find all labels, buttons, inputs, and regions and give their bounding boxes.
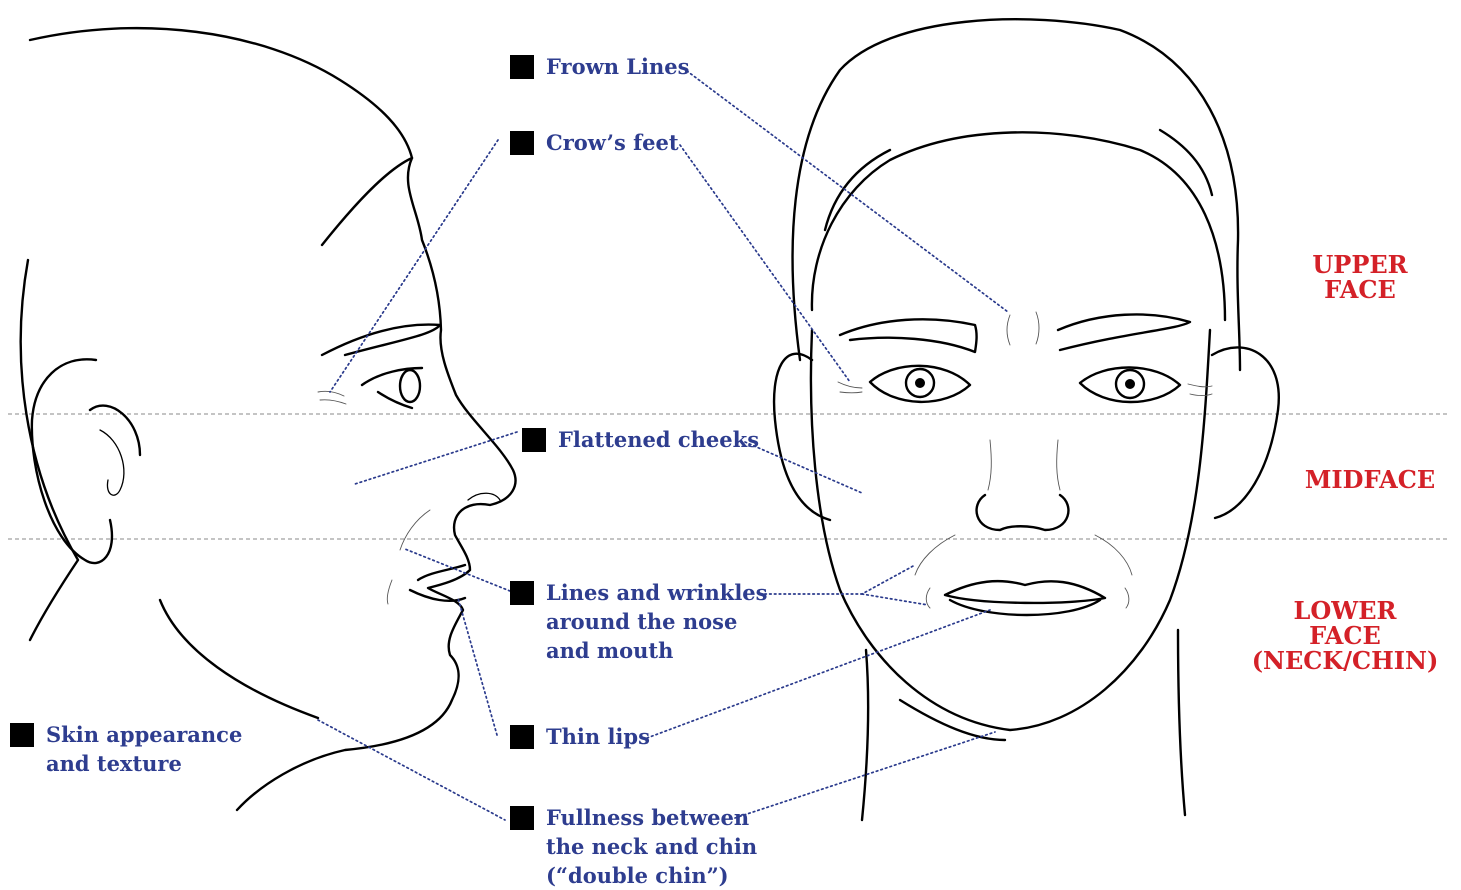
thin-lips-label: Thin lips bbox=[510, 722, 650, 751]
flattened-cheeks-label: Flattened cheeks bbox=[522, 425, 759, 454]
crows-feet-leader-right bbox=[680, 145, 850, 382]
front-head bbox=[774, 19, 1279, 820]
front-upper-lip bbox=[945, 581, 1105, 603]
front-nose bbox=[977, 495, 1069, 530]
front-left-crows-feet bbox=[838, 382, 862, 393]
flattened-cheeks-marker bbox=[522, 428, 546, 452]
thin-lips-marker bbox=[510, 725, 534, 749]
double-chin-text: Fullness between the neck and chin (“dou… bbox=[546, 803, 757, 890]
lines-wrinkles-text: Lines and wrinkles around the nose and m… bbox=[546, 578, 767, 665]
frown-lines-text: Frown Lines bbox=[546, 52, 689, 81]
front-mouth-corner-left bbox=[926, 588, 930, 608]
profile-hair-line bbox=[30, 28, 412, 245]
skin-appearance-label: Skin appearance and texture bbox=[10, 720, 242, 778]
front-left-pupil bbox=[915, 378, 925, 388]
flattened-cheeks-leader-right bbox=[745, 442, 862, 493]
double-chin-marker bbox=[510, 806, 534, 830]
frown-lines-leader bbox=[683, 68, 1008, 312]
front-left-eyebrow bbox=[840, 319, 977, 352]
thin-lips-leader-profile bbox=[458, 598, 497, 735]
crows-feet-text: Crow’s feet bbox=[546, 128, 679, 157]
front-neck-right bbox=[1178, 630, 1185, 815]
thin-lips-text: Thin lips bbox=[546, 722, 650, 751]
profile-nostril bbox=[468, 493, 500, 500]
front-chin-shadow bbox=[900, 700, 1005, 740]
front-left-ear bbox=[774, 354, 830, 520]
profile-jaw-line bbox=[160, 600, 318, 718]
profile-nasolabial-wrinkle bbox=[400, 510, 430, 550]
front-face-outline bbox=[811, 330, 1210, 730]
crows-feet-marker bbox=[510, 131, 534, 155]
frown-lines-marker bbox=[510, 55, 534, 79]
wrinkles-leader-front-corner bbox=[862, 594, 928, 605]
crows-feet-label: Crow’s feet bbox=[510, 128, 679, 157]
lines-wrinkles-marker bbox=[510, 581, 534, 605]
frown-lines-label: Frown Lines bbox=[510, 52, 689, 81]
front-right-eyebrow bbox=[1058, 314, 1190, 350]
profile-eyeball bbox=[400, 370, 420, 402]
lower-face-zone-label: LOWER FACE (NECK/CHIN) bbox=[1240, 598, 1450, 673]
profile-back-of-head bbox=[21, 260, 78, 640]
front-left-nasolabial-fold bbox=[915, 535, 955, 575]
crows-feet-leader-left bbox=[330, 140, 498, 392]
lines-wrinkles-label: Lines and wrinkles around the nose and m… bbox=[510, 578, 767, 665]
wrinkles-leader-profile bbox=[405, 549, 510, 591]
profile-mouth-corner-wrinkle bbox=[387, 580, 392, 604]
front-nose-bridge-left bbox=[988, 440, 991, 490]
front-right-pupil bbox=[1125, 379, 1135, 389]
skin-appearance-text: Skin appearance and texture bbox=[46, 720, 242, 778]
front-right-crows-feet bbox=[1188, 384, 1212, 396]
skin-appearance-marker bbox=[10, 723, 34, 747]
midface-zone-label: MIDFACE bbox=[1290, 467, 1450, 492]
profile-ear bbox=[32, 359, 140, 563]
profile-face-outline bbox=[237, 158, 515, 810]
front-neck-left bbox=[862, 650, 868, 820]
flattened-cheeks-leader-left bbox=[355, 432, 517, 484]
front-nose-bridge-right bbox=[1057, 440, 1060, 490]
double-chin-label: Fullness between the neck and chin (“dou… bbox=[510, 803, 757, 890]
flattened-cheeks-text: Flattened cheeks bbox=[558, 425, 759, 454]
upper-face-zone-label: UPPER FACE bbox=[1290, 252, 1430, 302]
profile-head bbox=[21, 28, 516, 810]
profile-inner-ear bbox=[100, 430, 124, 495]
profile-crows-feet-wrinkles bbox=[318, 391, 346, 404]
front-right-nasolabial-fold bbox=[1095, 535, 1132, 575]
front-right-ear bbox=[1212, 347, 1279, 518]
front-mouth-corner-right bbox=[1125, 588, 1129, 608]
front-frown-wrinkles bbox=[1007, 312, 1039, 345]
profile-eyebrow bbox=[322, 325, 440, 355]
